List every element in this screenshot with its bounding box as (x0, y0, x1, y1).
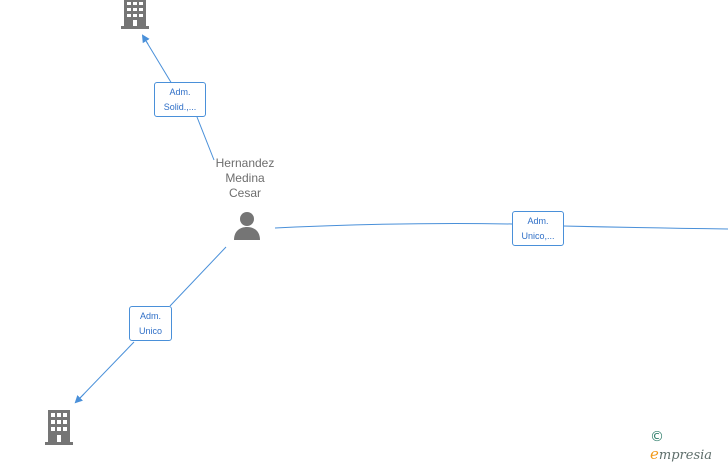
edge-line-company-bottom (79, 246, 227, 399)
edge-label-role: Adm. (527, 216, 549, 226)
brand-logo-text: mpresia (658, 448, 713, 463)
person-name-label[interactable]: Hernandez Medina Cesar (205, 156, 285, 201)
edge-line-company-right (274, 223, 728, 230)
edge-label-company-right[interactable]: Adm. Unico,... (512, 211, 564, 246)
person-icon[interactable] (234, 212, 260, 240)
person-name-line-2: Medina (225, 171, 265, 185)
building-icon[interactable] (45, 410, 73, 445)
edge-label-role: Adm. (169, 87, 191, 97)
empresia-watermark: © empresia (650, 429, 728, 463)
person-name-line-3: Cesar (228, 186, 261, 200)
building-icon[interactable] (120, 0, 150, 30)
edge-arrow-company-top (141, 34, 150, 45)
edge-label-detail: Unico (138, 326, 162, 336)
edge-label-detail: Solid.,... (163, 102, 197, 112)
edge-label-company-top[interactable]: Adm. Solid.,... (154, 82, 206, 117)
edge-label-company-bottom[interactable]: Adm. Unico (129, 306, 172, 341)
brand-logo-initial: e (650, 445, 659, 463)
relationship-graph (45, 0, 728, 445)
copyright-icon: © (650, 429, 664, 445)
edge-label-detail: Unico,... (521, 231, 555, 241)
person-name-line-1: Hernandez (215, 156, 275, 170)
edge-label-role: Adm. (139, 311, 161, 321)
edge-arrow-company-bottom (74, 393, 85, 404)
